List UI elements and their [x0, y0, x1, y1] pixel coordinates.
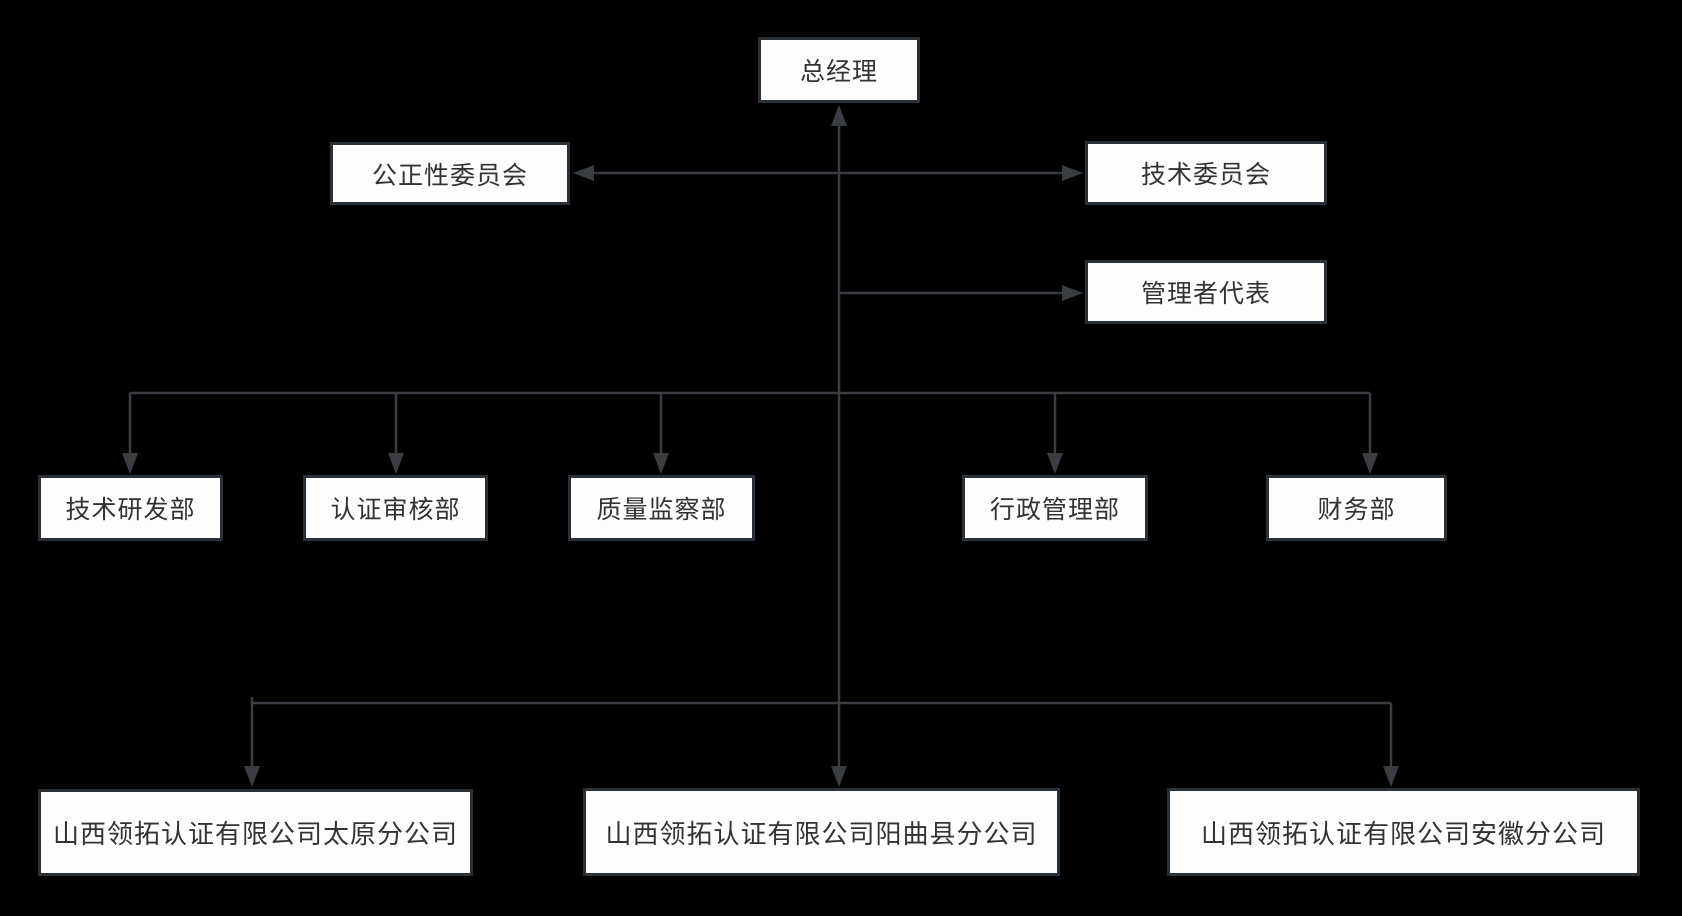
node-impartiality-committee[interactable]: 公正性委员会 — [330, 142, 570, 205]
arrow-down-tech-rd — [122, 453, 138, 474]
node-label: 技术研发部 — [65, 496, 196, 524]
node-label: 总经理 — [799, 58, 878, 86]
arrow-down-taiyuan — [244, 766, 260, 787]
arrow-up-general-manager — [831, 105, 847, 126]
node-label: 技术委员会 — [1140, 161, 1271, 189]
node-label: 公正性委员会 — [371, 161, 528, 190]
arrow-down-anhui — [1383, 766, 1399, 787]
node-label: 认证审核部 — [330, 496, 461, 524]
node-label: 管理者代表 — [1140, 280, 1271, 308]
arrow-down-yangqu — [831, 766, 847, 787]
node-taiyuan-branch[interactable]: 山西领拓认证有限公司太原分公司 — [38, 789, 473, 876]
arrow-down-admin — [1047, 453, 1063, 474]
node-cert-audit-dept[interactable]: 认证审核部 — [303, 475, 488, 541]
node-finance-dept[interactable]: 财务部 — [1266, 475, 1447, 541]
arrowheads — [122, 105, 1399, 787]
node-label: 财务部 — [1317, 496, 1396, 524]
node-label: 质量监察部 — [596, 496, 727, 524]
arrow-down-cert-audit — [388, 453, 404, 474]
node-admin-dept[interactable]: 行政管理部 — [962, 475, 1148, 541]
node-technical-committee[interactable]: 技术委员会 — [1085, 141, 1327, 205]
node-label: 山西领拓认证有限公司阳曲县分公司 — [605, 818, 1038, 849]
arrow-right-mgr-rep — [1062, 285, 1083, 301]
node-general-manager[interactable]: 总经理 — [758, 37, 920, 103]
node-anhui-branch[interactable]: 山西领拓认证有限公司安徽分公司 — [1167, 788, 1640, 876]
node-label: 山西领拓认证有限公司太原分公司 — [52, 819, 458, 849]
node-quality-inspection-dept[interactable]: 质量监察部 — [568, 475, 755, 541]
arrow-down-quality — [653, 453, 669, 474]
branch-rail — [250, 697, 1393, 769]
arrow-right-technical — [1062, 165, 1083, 181]
node-label: 行政管理部 — [989, 496, 1120, 524]
arrow-left-impartiality — [573, 165, 594, 181]
node-label: 山西领拓认证有限公司安徽分公司 — [1200, 818, 1606, 849]
node-management-representative[interactable]: 管理者代表 — [1085, 260, 1327, 324]
dept-rail — [128, 391, 1372, 456]
node-tech-rd-dept[interactable]: 技术研发部 — [38, 475, 223, 541]
connector-strokes — [128, 123, 1393, 769]
arrow-down-finance — [1362, 453, 1378, 474]
node-yangqu-branch[interactable]: 山西领拓认证有限公司阳曲县分公司 — [583, 788, 1060, 876]
